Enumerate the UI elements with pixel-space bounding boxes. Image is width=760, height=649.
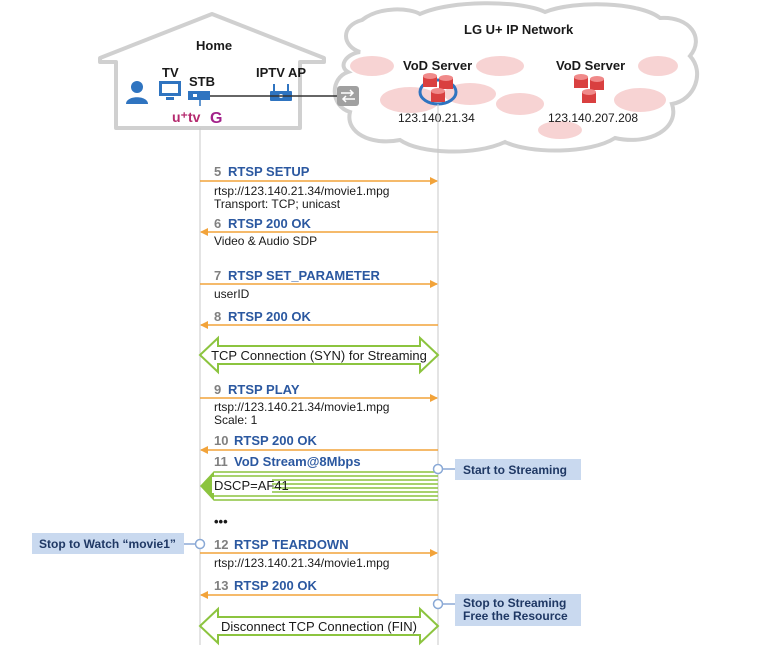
vod-server-2-label: VoD Server	[556, 58, 625, 73]
svg-text:13: 13	[214, 578, 228, 593]
svg-text:rtsp://123.140.21.34/movie1.mp: rtsp://123.140.21.34/movie1.mpg	[214, 400, 389, 414]
svg-text:11: 11	[214, 454, 228, 469]
user-icon	[126, 81, 148, 104]
home-house	[98, 12, 326, 130]
tv-icon	[159, 81, 181, 100]
stb-icon	[188, 91, 210, 100]
home-label: Home	[196, 38, 232, 53]
svg-text:RTSP SET_PARAMETER: RTSP SET_PARAMETER	[228, 268, 381, 283]
msg-vod-stream: 11 VoD Stream@8Mbps DSCP=AF41	[200, 454, 438, 501]
svg-text:9: 9	[214, 382, 221, 397]
vod-server-1-icon	[418, 73, 458, 106]
stb-label: STB	[189, 74, 215, 89]
svg-text:Stop to Watch “movie1”: Stop to Watch “movie1”	[39, 537, 176, 551]
svg-text:Free the Resource: Free the Resource	[463, 609, 568, 623]
svg-text:5: 5	[214, 164, 221, 179]
svg-text:RTSP TEARDOWN: RTSP TEARDOWN	[234, 537, 349, 552]
svg-text:userID: userID	[214, 287, 250, 301]
svg-text:7: 7	[214, 268, 221, 283]
svg-text:rtsp://123.140.21.34/movie1.mp: rtsp://123.140.21.34/movie1.mpg	[214, 556, 389, 570]
utv-logo: u⁺tv	[172, 109, 201, 125]
svg-text:12: 12	[214, 537, 228, 552]
iptv-ap-icon	[270, 84, 292, 101]
callout-stop-streaming: Stop to Streaming Free the Resource	[432, 594, 581, 626]
ip-network-cloud	[332, 1, 700, 154]
vod-server-1-ip: 123.140.21.34	[398, 111, 475, 125]
svg-text:Scale: 1: Scale: 1	[214, 413, 258, 427]
msg-rtsp-200-ok-13: 13 RTSP 200 OK	[200, 578, 438, 599]
msg-rtsp-200-ok-6: 6 RTSP 200 OK Video & Audio SDP	[200, 216, 438, 248]
svg-text:TCP Connection (SYN) for Strea: TCP Connection (SYN) for Streaming	[211, 348, 427, 363]
svg-text:rtsp://123.140.21.34/movie1.mp: rtsp://123.140.21.34/movie1.mpg	[214, 184, 389, 198]
svg-text:DSCP=AF41: DSCP=AF41	[214, 478, 289, 493]
msg-rtsp-setup: 5 RTSP SETUP rtsp://123.140.21.34/movie1…	[200, 164, 438, 211]
gateway-icon	[337, 86, 359, 106]
vod-server-1-label: VoD Server	[403, 58, 472, 73]
msg-rtsp-play: 9 RTSP PLAY rtsp://123.140.21.34/movie1.…	[200, 382, 438, 427]
svg-text:RTSP PLAY: RTSP PLAY	[228, 382, 300, 397]
svg-text:RTSP 200 OK: RTSP 200 OK	[228, 309, 311, 324]
svg-text:Stop to Streaming: Stop to Streaming	[463, 596, 566, 610]
svg-text:RTSP 200 OK: RTSP 200 OK	[234, 578, 317, 593]
vod-server-2-icon	[574, 74, 604, 103]
svg-text:RTSP SETUP: RTSP SETUP	[228, 164, 310, 179]
svg-text:VoD Stream@8Mbps: VoD Stream@8Mbps	[234, 454, 361, 469]
stream-band	[214, 471, 438, 501]
msg-rtsp-200-ok-10: 10 RTSP 200 OK	[200, 433, 438, 454]
svg-text:Start to Streaming: Start to Streaming	[463, 463, 567, 477]
g-logo: G	[210, 110, 222, 127]
tcp-syn-connection: TCP Connection (SYN) for Streaming	[198, 335, 440, 375]
msg-rtsp-200-ok-8: 8 RTSP 200 OK	[200, 309, 438, 329]
tcp-fin-disconnection: Disconnect TCP Connection (FIN)	[198, 606, 440, 646]
callout-stop-watch: Stop to Watch “movie1”	[32, 533, 206, 554]
svg-text:8: 8	[214, 309, 221, 324]
iptv-ap-label: IPTV AP	[256, 65, 306, 80]
vod-server-2-ip: 123.140.207.208	[548, 111, 638, 125]
svg-text:Transport: TCP; unicast: Transport: TCP; unicast	[214, 197, 341, 211]
svg-text:Video & Audio SDP: Video & Audio SDP	[214, 234, 317, 248]
ellipsis: •••	[214, 514, 228, 529]
svg-text:RTSP 200 OK: RTSP 200 OK	[234, 433, 317, 448]
svg-text:6: 6	[214, 216, 221, 231]
svg-text:10: 10	[214, 433, 228, 448]
msg-rtsp-set-parameter: 7 RTSP SET_PARAMETER userID	[200, 268, 438, 301]
svg-text:Disconnect TCP Connection (FIN: Disconnect TCP Connection (FIN)	[221, 619, 417, 634]
svg-text:RTSP 200 OK: RTSP 200 OK	[228, 216, 311, 231]
callout-start-streaming: Start to Streaming	[432, 459, 581, 480]
tv-label: TV	[162, 65, 179, 80]
network-label: LG U+ IP Network	[464, 22, 574, 37]
msg-rtsp-teardown: 12 RTSP TEARDOWN rtsp://123.140.21.34/mo…	[200, 537, 438, 570]
